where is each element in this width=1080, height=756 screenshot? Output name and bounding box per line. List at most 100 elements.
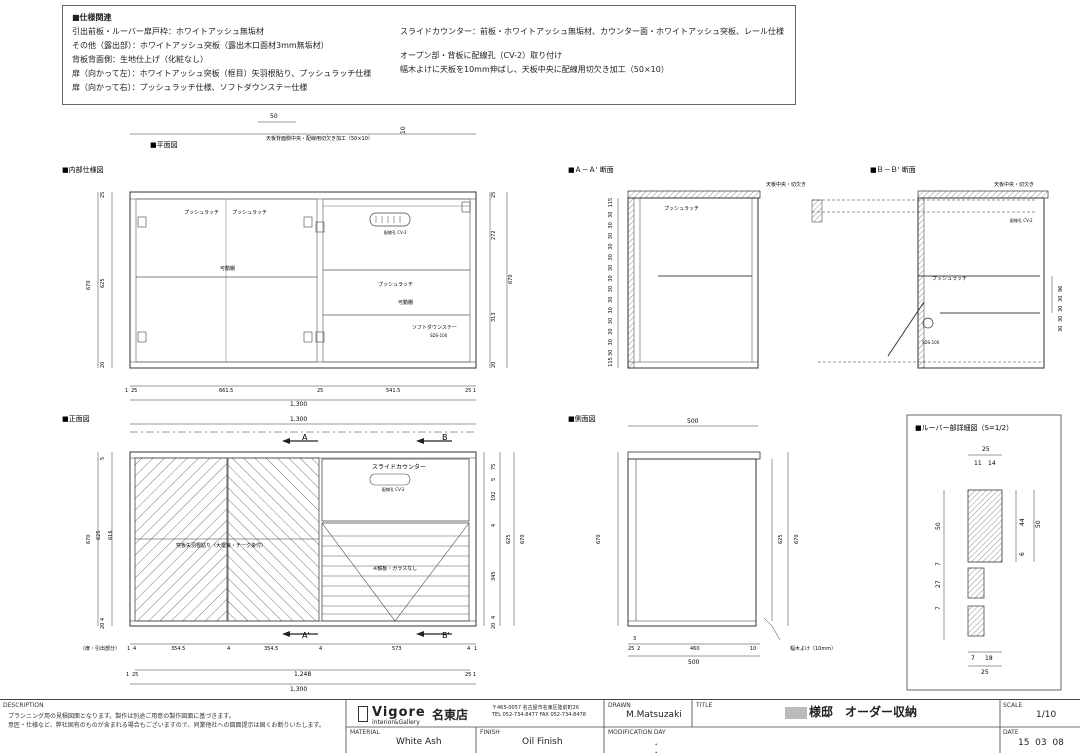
louver-top-dim-2: 11 [974, 460, 982, 467]
cable-hole-internal [369, 212, 411, 227]
louver-slat-1 [967, 567, 985, 599]
section-a-dim: 30 [608, 212, 614, 218]
title-block [0, 699, 1080, 754]
front-left-dim-4: 616 [108, 530, 114, 540]
modification-2: ． [654, 746, 664, 756]
side-outline [627, 458, 757, 627]
front-bottom-dim-4: 4 [227, 646, 230, 652]
side-bottom-dim-3: 2 [637, 646, 640, 652]
arrow-b2-label: B' [442, 631, 450, 640]
front-right-dim-3: 192 [491, 491, 497, 501]
title-block-grid [345, 699, 1080, 753]
logo-icon [358, 706, 368, 722]
section-a-dim: 115 [608, 357, 614, 367]
front-bottom-dim-6: 4 [319, 646, 322, 652]
front-left-dim-6: 20 [100, 623, 106, 629]
hinge-icon [137, 331, 147, 343]
stay-mechanism-icon [922, 317, 934, 329]
section-a-dim: 30 [608, 339, 614, 345]
front-bottom-dim-3: 354.5 [171, 646, 185, 652]
front-left-dim-2: 670 [86, 534, 92, 544]
section-a-door [627, 197, 635, 369]
front-bottom-dim-1: 1 [127, 646, 130, 652]
louver-diagonals [321, 522, 470, 622]
section-a-dim: 30 [608, 254, 614, 260]
arrow-left-icon [416, 438, 424, 444]
front-bottom-label: （扉・引出部分） [80, 645, 120, 652]
front-view: ■正面図 1,300 A B A' B' スライドカウンター [62, 415, 526, 693]
finish-label: FINISH [480, 729, 500, 736]
section-b-dim: 30 [1058, 316, 1064, 322]
store-name: 名東店 [432, 708, 469, 722]
section-b-note: 天板中央・切欠き [994, 181, 1034, 188]
slide-counter-front [321, 458, 470, 522]
front-right-dim-7: 20 [491, 623, 497, 629]
internal-bottom-dim-2: 25 [131, 388, 137, 394]
section-a-dim: 30 [608, 328, 614, 334]
hinge-icon [137, 216, 147, 228]
front-bottom-dim-2: 4 [133, 646, 136, 652]
front-bottom-dim-9: 1 [474, 646, 477, 652]
louver-bottom-dim-1: 7 [971, 655, 975, 662]
internal-right-dim-5: 670 [508, 274, 514, 284]
push-label-1: プッシュラッチ [184, 210, 219, 216]
store-address-line-1: 〒465-0057 名古屋市名東区陸前町26 [492, 705, 580, 711]
side-right-dim-2: 670 [794, 534, 800, 544]
baseboard-leader [763, 617, 781, 641]
internal-right-dim-2: 272 [491, 230, 497, 240]
store-address: 〒465-0057 名古屋市名東区陸前町26 TEL 052-734-8477 … [492, 705, 586, 719]
louver-bottom-dim-2: 18 [985, 655, 993, 662]
date-value: 15 03 08 [1018, 738, 1064, 748]
section-b-door [917, 197, 925, 369]
spec-left-3: 背板背面側：生地仕上げ（化粧なし） [72, 55, 208, 64]
front-right-dim-8: 625 [506, 534, 512, 544]
front-right-dim-4: 4 [491, 524, 497, 527]
internal-left-dim-2: 670 [86, 280, 92, 290]
project-title-text: 様邸 オーダー収納 [809, 705, 918, 719]
internal-bottom-dim-6: 25 [465, 388, 471, 394]
section-a-dim: 115 [608, 198, 614, 208]
side-view: ■側面図 500 幅木よけ（10mm） 670 625 670 3 25 2 4… [568, 414, 836, 666]
front-left-dim-1: 5 [100, 457, 106, 460]
front-right-dim-1: 75 [491, 464, 497, 470]
section-a-dim: 30 [608, 265, 614, 271]
front-right-dim-2: 5 [491, 478, 497, 481]
hinge-icon [303, 216, 313, 228]
side-top-dim: 500 [687, 418, 699, 425]
louver-bottom-dim-3: 25 [981, 669, 989, 676]
scale-value: 1/10 [1036, 710, 1057, 720]
push-label-3: プッシュラッチ [378, 282, 413, 288]
finish-value: Oil Finish [522, 737, 563, 747]
internal-left-dim-1: 25 [100, 192, 106, 198]
redacted-name [785, 706, 807, 719]
plan-dim-10: 10 [400, 126, 407, 134]
section-b-dim: 96 [1058, 286, 1064, 292]
louver-slat-2 [967, 605, 985, 637]
louver-detail-frame [906, 414, 1062, 691]
front-outer-dim-3: 25 [465, 672, 471, 678]
internal-title: ■内部仕様図 [62, 165, 104, 174]
section-a-dim: 30 [608, 307, 614, 313]
spec-box [62, 5, 796, 105]
desc-label: DESCRIPTION [3, 702, 44, 709]
drawn-label: DRAWN [608, 702, 631, 709]
section-b-dim: 30 [1058, 326, 1064, 332]
internal-left-dim-4: 20 [100, 362, 106, 368]
internal-left-dim-3: 625 [100, 278, 106, 288]
spec-left-5: 扉（向かって右）：プッシュラッチ仕様、ソフトダウンステー仕様 [72, 83, 308, 92]
section-a-dim: 30 [608, 318, 614, 324]
cable-hole-label: 配線孔 CV-2 [384, 229, 407, 235]
push-label-2: プッシュラッチ [232, 210, 267, 216]
section-a-dim: 30 [608, 297, 614, 303]
front-right-dim-9: 670 [520, 534, 526, 544]
side-baseboard-note: 幅木よけ（10mm） [790, 645, 836, 652]
louver-left-dim-3: 27 [935, 580, 942, 588]
louver-slats [322, 535, 469, 615]
front-outer-dim-1: 1 [126, 672, 129, 678]
side-total: 500 [688, 659, 700, 666]
hinge-icon [315, 221, 325, 233]
slide-counter-pulled [811, 199, 823, 223]
section-b-top [917, 190, 1049, 199]
